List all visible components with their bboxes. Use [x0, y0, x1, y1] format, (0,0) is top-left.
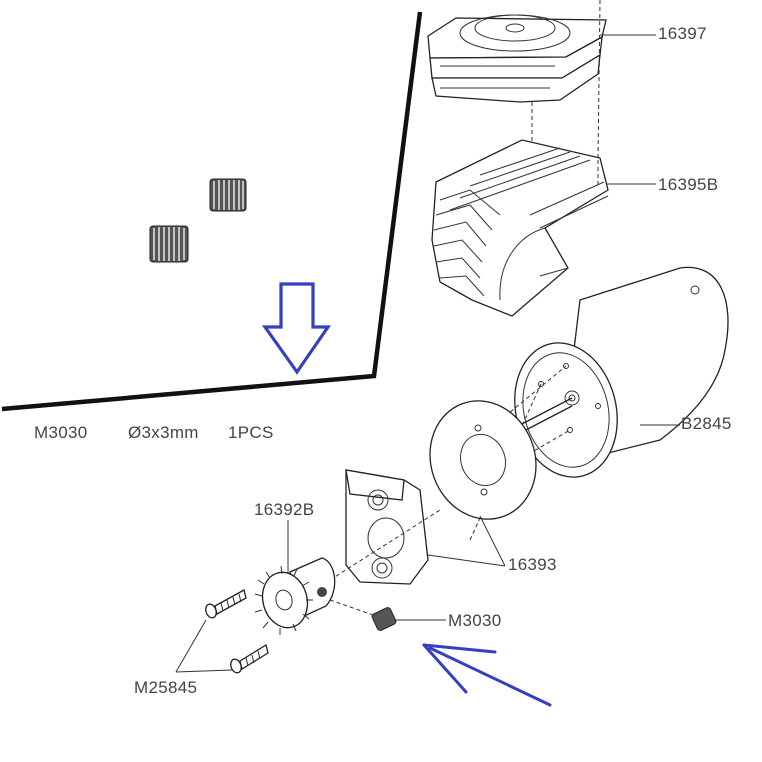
heatsink	[431, 139, 609, 317]
set-screw-detail-1	[209, 178, 247, 212]
label-fan: 16397	[658, 24, 707, 43]
label-heatsink: 16395B	[658, 175, 719, 194]
adapter-plate	[429, 400, 537, 520]
inset-border	[1, 11, 423, 412]
spec-size: Ø3x3mm	[128, 423, 199, 442]
spec-code: M3030	[34, 423, 88, 442]
label-adapter: 16393	[508, 555, 557, 574]
pointer-arrow-icon	[422, 643, 552, 707]
set-screw	[329, 599, 397, 631]
label-screws: M25845	[134, 678, 198, 697]
motor-mount	[329, 469, 441, 585]
screw-lower	[230, 643, 269, 674]
label-motor: B2845	[681, 414, 732, 433]
down-arrow-icon	[261, 282, 332, 375]
pinion-gear	[254, 557, 336, 635]
cooling-fan	[427, 0, 607, 200]
screw-upper	[205, 589, 247, 619]
spec-qty: 1PCS	[228, 423, 274, 442]
label-set-screw: M3030	[448, 611, 502, 630]
label-mount-plate: 16392B	[254, 500, 315, 519]
set-screw-detail-2	[149, 225, 189, 263]
